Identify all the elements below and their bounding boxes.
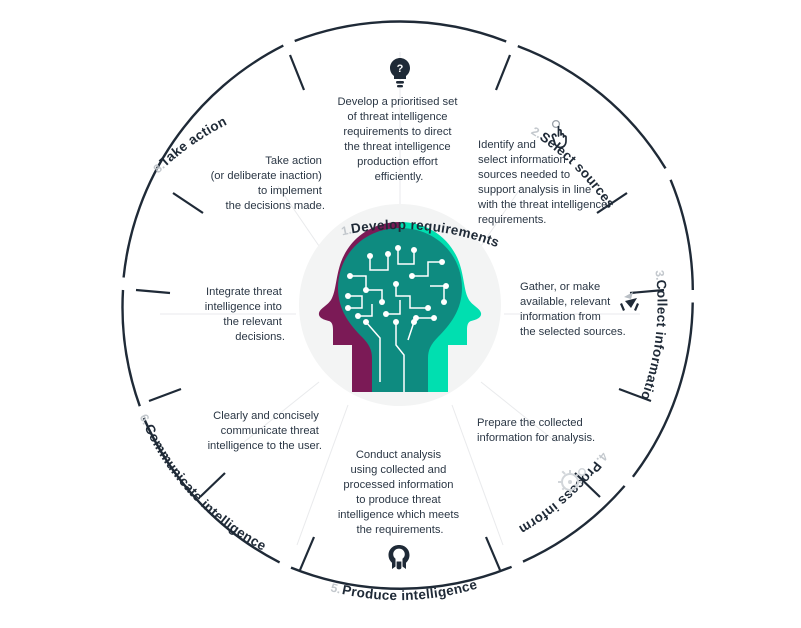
segment-1[interactable]: 1. Develop requirements ? Develop a prio… [337, 58, 501, 250]
segment-4-title: Process information [0, 0, 604, 537]
divider-7 [243, 381, 320, 443]
segment-7[interactable]: Integrate threat intelligence into the r… [205, 286, 285, 343]
svg-text:?: ? [397, 63, 404, 75]
segment-7-body: Integrate threat intelligence into the r… [205, 286, 285, 343]
segment-6-body: Clearly and concisely communicate threat… [208, 410, 322, 452]
tick-right-mid [629, 288, 665, 295]
ring-arc-5 [522, 485, 626, 563]
circuit-traces [350, 250, 445, 392]
segment-2[interactable]: 2. Select sources Identify and select in… [477, 119, 618, 226]
head-lightbulb-icon [388, 545, 410, 570]
segment-2-body: Identify and select information sources … [477, 139, 610, 226]
segment-4-body: Prepare the collected information for an… [477, 417, 595, 444]
divider-5 [451, 404, 504, 546]
collect-arrows-icon [620, 292, 639, 311]
segment-8-title: Take action [157, 113, 229, 169]
tick-right-upper [596, 192, 628, 214]
tick-left-lower [148, 387, 182, 403]
tick-top-right [494, 54, 512, 91]
tick-bottom-left [199, 472, 226, 498]
segment-1-number: 1. [340, 223, 353, 239]
circuit-nodes [345, 245, 449, 325]
tick-left-mid [135, 288, 171, 295]
divider-2 [480, 185, 523, 247]
center-graphic [299, 204, 501, 406]
segment-5[interactable]: 5. Produce intelligence Conduct analysis… [329, 449, 479, 603]
gear-processing-icon [558, 468, 586, 494]
ring-arc-8 [121, 289, 141, 407]
segment-dividers [160, 52, 640, 546]
ring-arc-3 [669, 179, 694, 291]
segment-8-body: Take action (or deliberate inaction) to … [211, 155, 325, 212]
divider-9 [277, 185, 320, 247]
divider-6 [296, 404, 349, 546]
segment-8[interactable]: 8. Take action Take action (or deliberat… [151, 113, 325, 212]
ring-arc-1 [294, 20, 507, 43]
ring-arc-4 [631, 302, 694, 478]
segment-1-body: Develop a prioritised set of threat inte… [337, 96, 460, 183]
ring-arc-6 [290, 565, 513, 590]
segment-5-body: Conduct analysis using collected and pro… [338, 449, 462, 536]
segment-4[interactable]: 4. Process information Prepare the colle… [0, 0, 611, 537]
hand-cursor-click-icon [551, 119, 567, 149]
segment-6[interactable]: 6. Communicate intelligence Clearly and … [137, 410, 322, 554]
ring-arc-9 [122, 44, 284, 278]
outer-ring [121, 20, 694, 590]
segment-ticks [135, 54, 665, 571]
segment-3-number: 3. [652, 269, 667, 281]
divider-4 [480, 381, 557, 443]
tick-top-left [288, 54, 306, 91]
segment-5-title: Produce intelligence [341, 577, 479, 603]
segment-3-body: Gather, or make available, relevant info… [520, 281, 626, 338]
tick-left-upper [172, 192, 204, 214]
lightbulb-question-icon: ? [390, 58, 410, 88]
ring-arc-7 [142, 417, 281, 564]
ring-arc-2 [517, 44, 667, 170]
tick-right-lower [618, 387, 652, 403]
tick-bottom-right2 [484, 536, 502, 571]
tick-bottom-right [574, 472, 601, 498]
segment-5-number: 5. [329, 580, 342, 596]
tick-bottom-left2 [298, 536, 316, 571]
